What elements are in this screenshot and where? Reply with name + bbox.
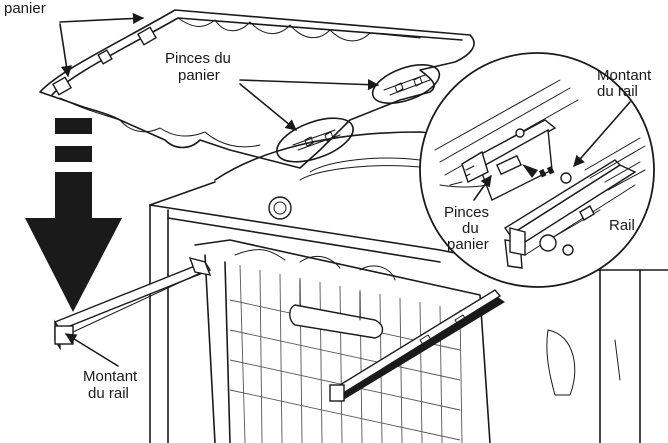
basket-arrows [59,12,145,78]
inset-basket-clips-arrow [473,175,492,201]
rail-label: Rail [609,217,635,234]
inset-basket-clips-label-line1: Pinces [444,204,489,221]
basket-label: panier [4,0,46,17]
inset-basket-clips-label-line2: du [462,220,479,237]
rail-upright-bottom-label-line2: du rail [88,385,129,402]
rail-upright-top-arrow [573,101,631,167]
rail-upright-bottom-arrow [65,333,119,367]
rail-upright-top-label-line2: du rail [597,83,638,100]
down-arrow-icon [25,118,122,312]
right-rail [329,289,505,402]
dishwasher-tub [149,131,668,443]
inset-basket-clips-label-line3: panier [447,236,489,253]
basket-clips-label-line1: Pinces du [165,50,231,67]
basket-clip-highlights [276,63,441,163]
rail-upright-bottom-label-line1: Montant [83,368,138,385]
rail-upright-top-label-line1: Montant [597,67,652,84]
basket-clips-arrows [239,79,380,131]
basket-clips-label-line2: panier [178,67,220,84]
basket-frame [39,9,475,169]
dish-rack [194,239,491,443]
insert-direction-arrow-icon [522,164,555,178]
